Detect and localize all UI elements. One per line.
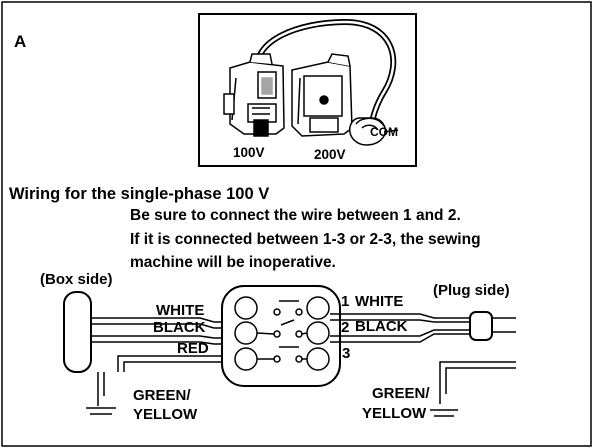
plug-sleeve xyxy=(469,311,493,341)
section-title: Wiring for the single-phase 100 V xyxy=(9,185,269,203)
box-wire-black: BLACK xyxy=(153,319,206,336)
box-ground-line-2: YELLOW xyxy=(133,406,198,423)
panel-label: A xyxy=(14,32,26,51)
label-200v: 200V xyxy=(314,147,346,162)
connector-com xyxy=(349,117,399,146)
plug-cable xyxy=(330,311,516,404)
box-cable-sheath xyxy=(63,291,92,373)
label-com: COM xyxy=(370,125,398,139)
connector-200v xyxy=(291,53,353,137)
box-ground-symbol xyxy=(86,407,116,415)
plug-ground-line-1: GREEN/ xyxy=(372,385,430,402)
note-line-3: machine will be inoperative. xyxy=(130,254,336,271)
terminal-2-label: 2 xyxy=(341,319,349,336)
terminal-3-label: 3 xyxy=(342,345,350,362)
plug-ground-line-2: YELLOW xyxy=(362,405,427,422)
box-side-label: (Box side) xyxy=(40,271,113,288)
plug-side-label: (Plug side) xyxy=(433,282,510,299)
plug-ground-symbol xyxy=(430,409,458,417)
terminal-block xyxy=(221,285,341,387)
plug-wire-white: WHITE xyxy=(355,293,403,310)
terminal-1-label: 1 xyxy=(341,293,349,310)
box-ground-line-1: GREEN/ xyxy=(133,387,191,404)
label-100v: 100V xyxy=(233,145,265,160)
plug-wire-black: BLACK xyxy=(355,318,408,335)
box-wire-red: RED xyxy=(177,340,209,357)
connector-photo: 100V 200V COM xyxy=(198,13,417,167)
connector-100v xyxy=(223,53,285,137)
jumper-1-2 xyxy=(280,319,295,326)
box-wire-white: WHITE xyxy=(156,302,204,319)
note-line-1: Be sure to connect the wire between 1 an… xyxy=(130,207,461,224)
note-line-2: If it is connected between 1-3 or 2-3, t… xyxy=(130,231,481,248)
